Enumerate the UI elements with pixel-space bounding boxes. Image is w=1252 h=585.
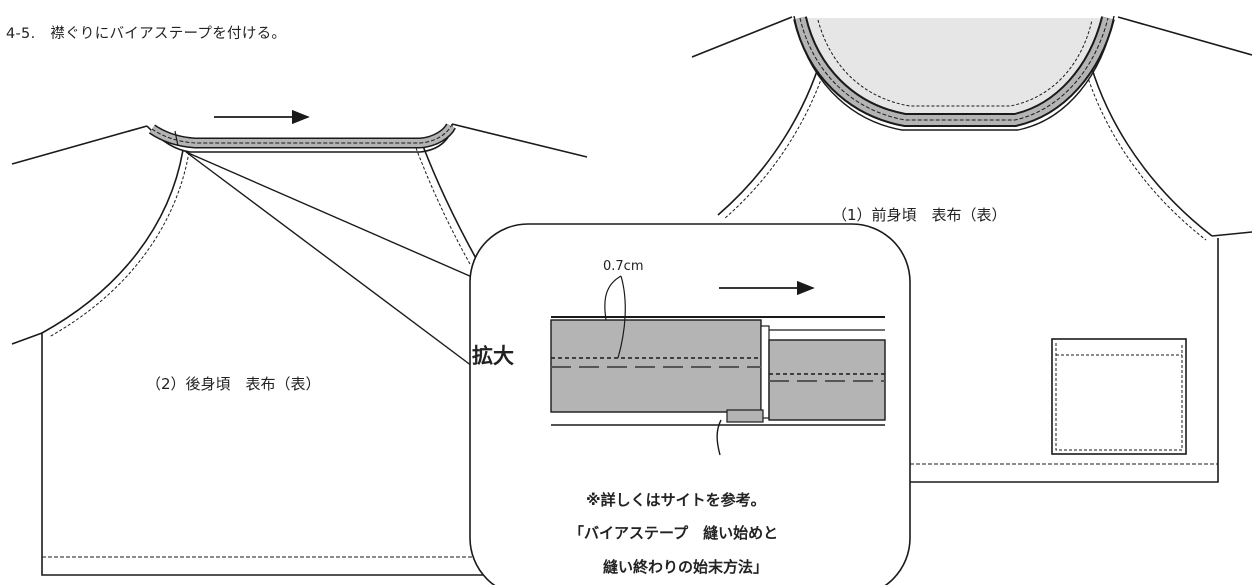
front-right-side-edge [910,238,1219,483]
front-left-raglan-stitch [723,47,832,220]
back-panel-label: （2）後身頃 表布（表） [146,375,321,393]
reference-link-line1: 「バイアステープ 縫い始めと [569,524,779,542]
back-neck-bias-tape [148,123,456,149]
zoom-pointer-lines [185,151,481,373]
chest-pocket [1051,338,1187,455]
pocket-stitch [1055,343,1183,451]
back-right-raglan-stitch [415,147,471,265]
front-left-shoulder-line [691,16,793,58]
front-neckline [793,15,1115,131]
page-title: 4-5. 襟ぐりにバイアステープを付ける。 [6,26,287,42]
back-left-sleeve-edge [11,331,500,576]
back-right-shoulder-line [451,123,588,158]
front-right-raglan-stitch [1078,45,1207,241]
measurement-label: 0.7cm [603,259,644,274]
front-left-raglan-seam [717,44,826,216]
back-left-raglan-stitch [48,151,190,338]
back-left-raglan-seam [41,149,184,334]
front-right-sleeve-edge [1211,231,1252,237]
back-left-shoulder-line [11,125,148,165]
back-right-raglan-seam [422,145,479,263]
reference-link-line2: 縫い終わりの始末方法」 [603,558,769,576]
front-right-raglan-seam [1084,42,1213,237]
front-right-shoulder-line [1117,16,1252,56]
reference-note: ※詳しくはサイトを参考。 [586,491,766,509]
zoom-callout [469,223,911,585]
zoom-label: 拡大 [472,344,514,368]
zoom-tape-detail [550,275,886,456]
front-panel-label: （1）前身頃 表布（表） [832,206,1007,224]
